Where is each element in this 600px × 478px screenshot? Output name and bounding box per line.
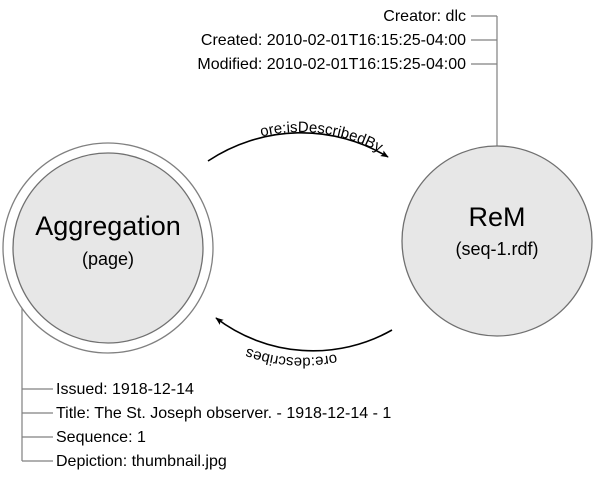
aggregation-annotation-labels: Issued: 1918-12-14 Title: The St. Joseph…	[56, 381, 391, 470]
rem-sublabel: (seq-1.rdf)	[455, 239, 538, 259]
rem-circle	[401, 145, 593, 337]
rem-annotation-creator: Creator: dlc	[383, 8, 466, 25]
node-rem[interactable]: ReM (seq-1.rdf)	[401, 145, 593, 337]
edge-label-describes: ore:describes	[243, 344, 338, 370]
rem-annotation-labels: Creator: dlc Created: 2010-02-01T16:15:2…	[197, 8, 466, 73]
aggregation-annotation-issued: Issued: 1918-12-14	[56, 381, 194, 398]
edge-is-described-by[interactable]: ore:isDescribedBy	[207, 119, 389, 162]
aggregation-annotation-connectors	[21, 300, 53, 462]
edge-arrow-is-described-by	[207, 132, 389, 162]
rem-annotation-created: Created: 2010-02-01T16:15:25-04:00	[201, 32, 466, 49]
aggregation-sublabel: (page)	[82, 249, 134, 269]
node-aggregation[interactable]: Aggregation (page)	[2, 142, 214, 354]
edge-describes[interactable]: ore:describes	[215, 317, 393, 371]
aggregation-label: Aggregation	[35, 211, 181, 241]
rem-annotation-modified: Modified: 2010-02-01T16:15:25-04:00	[197, 56, 466, 73]
rem-annotation-connectors	[471, 15, 498, 150]
edge-label-is-described-by: ore:isDescribedBy	[259, 119, 386, 156]
aggregation-annotation-title: Title: The St. Joseph observer. - 1918-1…	[56, 405, 391, 422]
aggregation-annotation-depiction: Depiction: thumbnail.jpg	[56, 453, 227, 470]
rem-label: ReM	[468, 202, 525, 232]
edge-arrow-describes	[215, 317, 393, 352]
aggregation-inner-circle	[12, 152, 204, 344]
aggregation-annotation-sequence: Sequence: 1	[56, 429, 146, 446]
